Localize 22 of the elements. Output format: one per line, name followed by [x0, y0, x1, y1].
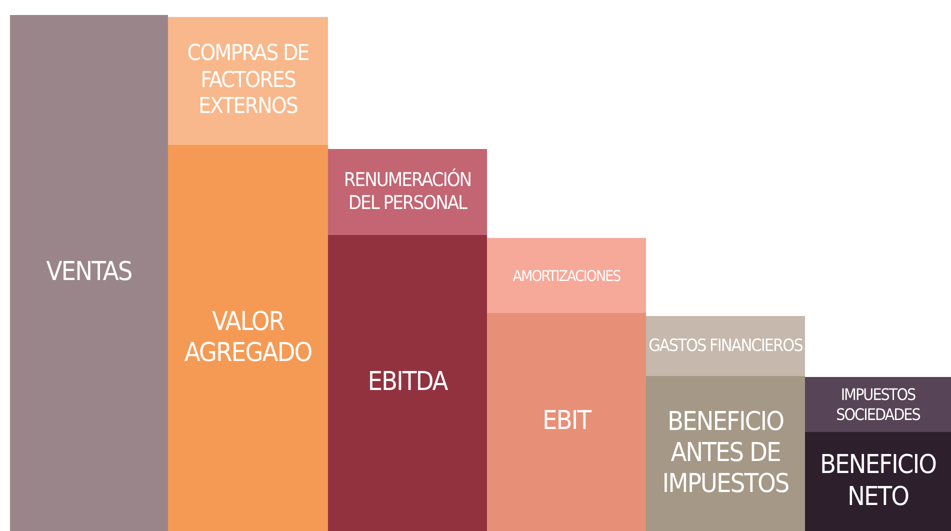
bar-segment [805, 377, 951, 432]
segment-label: AMORTIZACIONES [512, 266, 620, 284]
bar-segment [646, 376, 805, 531]
bar-segment [805, 432, 951, 531]
segment-label: RENUMERACIÓN DEL PERSONAL [342, 169, 472, 215]
bar-segment [10, 15, 168, 531]
segment-label: VALOR AGREGADO [183, 306, 313, 370]
bar-segment [487, 238, 646, 313]
bar-segment [328, 149, 487, 235]
bar-segment [646, 316, 805, 376]
segment-label: COMPRAS DE FACTORES EXTERNOS [186, 41, 310, 121]
segment-label: GASTOS FINANCIEROS [648, 336, 802, 356]
segment-label: VENTAS [46, 257, 132, 289]
segment-label: EBIT [542, 406, 590, 438]
bar-segment [328, 235, 487, 531]
segment-label: BENEFICIO ANTES DE IMPUESTOS [661, 406, 790, 500]
bar-segment [168, 17, 328, 145]
bar-segment [168, 145, 328, 531]
segment-label: IMPUESTOS SOCIEDADES [835, 385, 921, 424]
bar-segment [487, 313, 646, 531]
segment-label: EBITDA [368, 367, 448, 399]
segment-label: BENEFICIO NETO [818, 450, 938, 513]
